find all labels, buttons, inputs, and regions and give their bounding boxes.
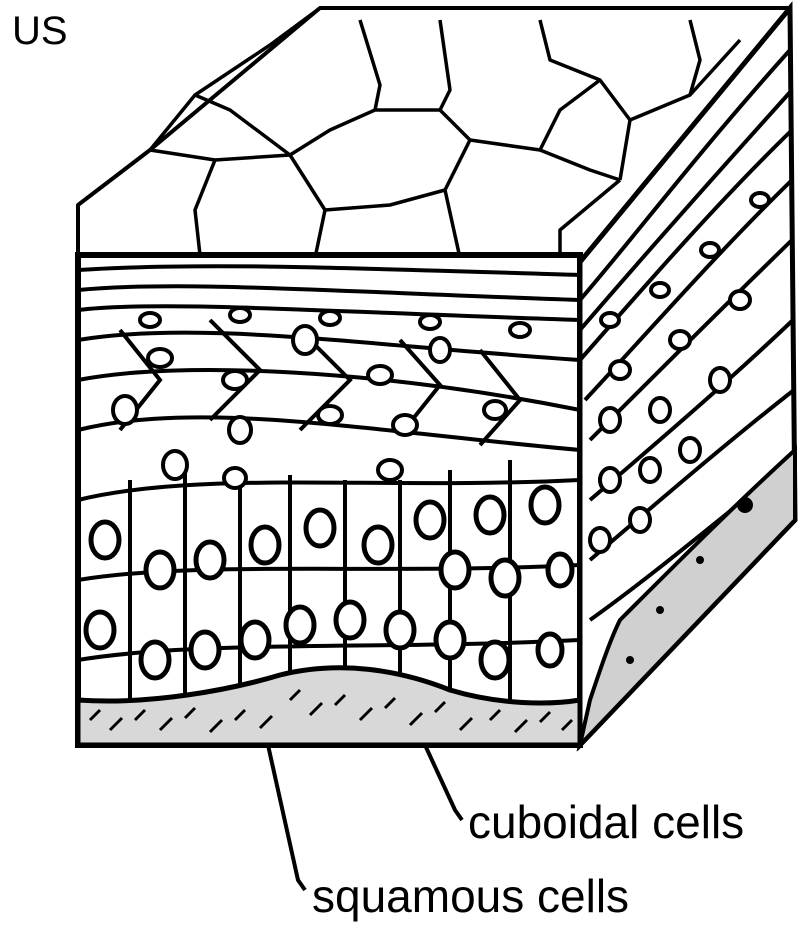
corner-label: US [12,9,68,53]
cuboidal-cells-label: cuboidal cells [468,796,744,848]
squamous-leader [268,745,305,890]
front-face [78,255,580,745]
leader-lines [268,745,462,890]
cuboidal-leader [425,745,462,820]
squamous-cells-label: squamous cells [312,870,629,922]
